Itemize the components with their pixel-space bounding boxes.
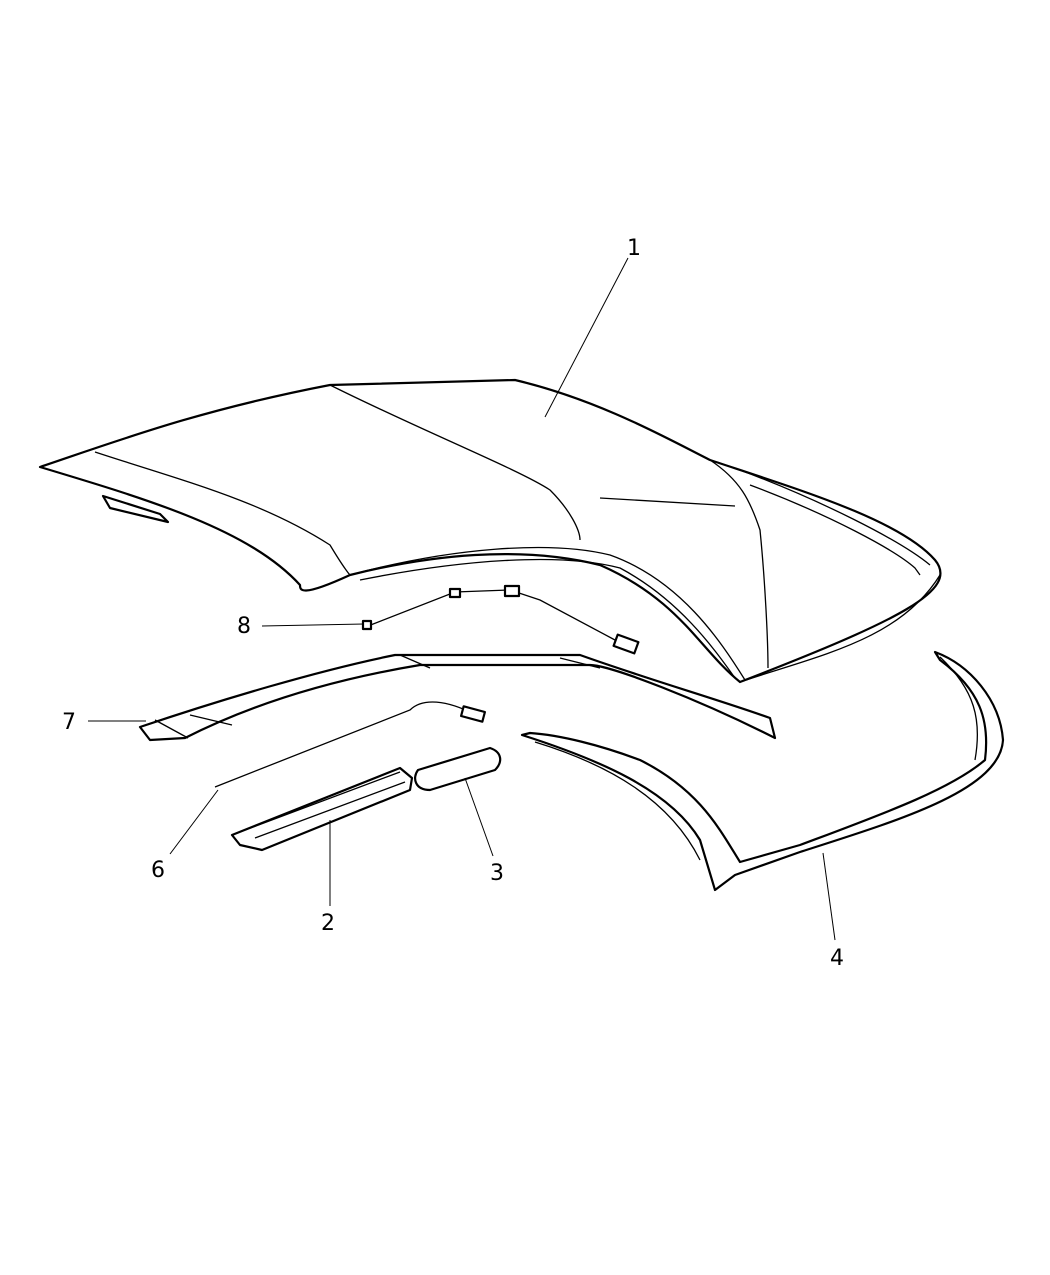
callout-8: 8 bbox=[237, 614, 251, 639]
callout-4: 4 bbox=[830, 946, 844, 971]
part-6-cable bbox=[214, 701, 487, 788]
part-8-wire-harness bbox=[361, 584, 640, 655]
callout-7: 7 bbox=[62, 710, 76, 735]
callout-1: 1 bbox=[627, 236, 641, 261]
part-1-soft-top bbox=[38, 378, 942, 684]
leader-4 bbox=[822, 852, 836, 941]
callout-2: 2 bbox=[321, 911, 335, 936]
part-4-weatherstrip bbox=[520, 650, 1005, 892]
callout-3: 3 bbox=[490, 861, 504, 886]
part-7-trim-panel bbox=[138, 653, 777, 742]
part-3-seal bbox=[414, 746, 502, 792]
leader-1 bbox=[544, 257, 629, 418]
leader-6 bbox=[169, 789, 219, 855]
part-2-rail-seal bbox=[230, 766, 414, 852]
leader-3 bbox=[464, 777, 494, 857]
leader-8 bbox=[261, 623, 365, 627]
callout-6: 6 bbox=[151, 858, 165, 883]
